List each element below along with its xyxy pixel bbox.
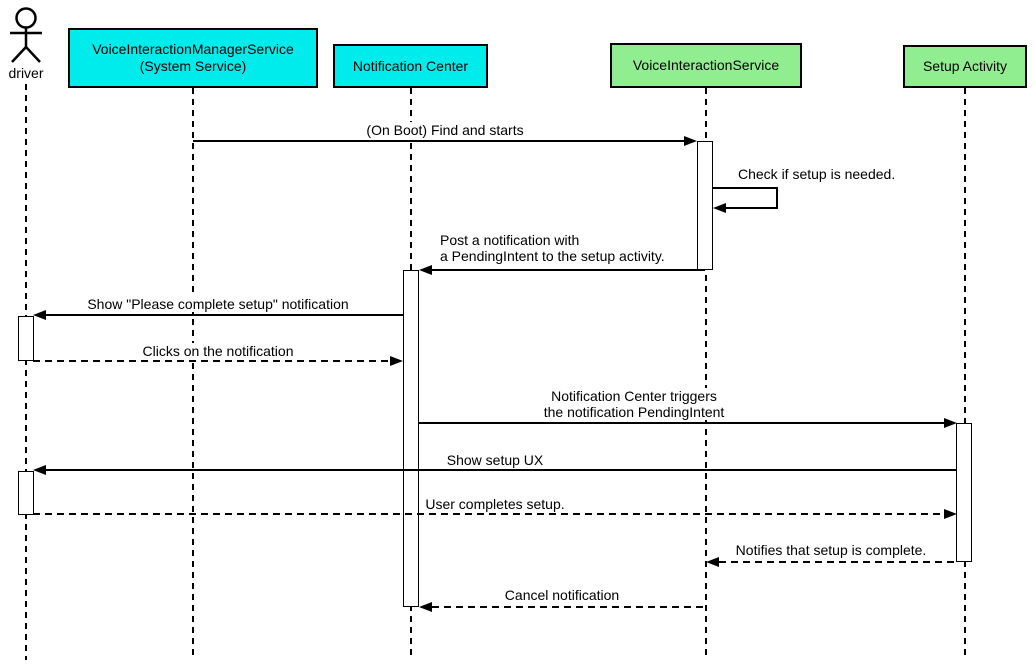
self-message-vertical-line: [776, 187, 778, 209]
lifeline-voice-interaction-manager-service: [192, 88, 194, 660]
message-label: Show "Please complete setup" notificatio…: [84, 296, 352, 312]
message-label: Check if setup is needed.: [735, 166, 899, 182]
message-line: [46, 314, 403, 316]
participant-box-notification-center: Notification Center: [333, 44, 488, 88]
activation-bar-setup-activity: [956, 423, 972, 562]
self-message-top-line: [713, 187, 778, 189]
arrowhead-left-icon: [33, 310, 46, 320]
arrowhead-left-icon: [419, 602, 432, 612]
participant-box-voice-interaction-manager-service: VoiceInteractionManagerService (System S…: [68, 28, 318, 88]
message-line: [419, 422, 945, 424]
message-label: Clicks on the notification: [139, 343, 297, 359]
self-message-bottom-line: [726, 207, 778, 209]
arrowhead-right-icon: [944, 509, 957, 519]
message-label: Show setup UX: [443, 452, 547, 468]
arrowhead-left-icon: [706, 557, 719, 567]
lifeline-driver: [25, 84, 27, 660]
arrowhead-right-icon: [684, 136, 697, 146]
message-label: Notification Center triggers the notific…: [540, 388, 728, 420]
stick-figure-icon: [10, 7, 42, 63]
lifeline-setup-activity: [964, 88, 966, 660]
arrowhead-left-icon: [713, 203, 726, 213]
message-label: Post a notification with a PendingIntent…: [437, 232, 668, 264]
arrowhead-left-icon: [33, 465, 46, 475]
message-label: Cancel notification: [501, 587, 623, 603]
participant-box-setup-activity: Setup Activity: [903, 45, 1027, 88]
arrowhead-left-icon: [419, 265, 432, 275]
message-line: [33, 513, 945, 515]
message-label: Notifies that setup is complete.: [732, 542, 930, 558]
message-line: [46, 469, 957, 471]
message-line: [33, 360, 391, 362]
lifeline-voice-interaction-service: [705, 88, 707, 660]
message-line: [193, 140, 685, 142]
message-line: [432, 606, 706, 608]
message-line: [432, 269, 705, 271]
activation-bar-driver-1: [18, 316, 34, 361]
message-label: User completes setup.: [422, 496, 568, 512]
participant-box-voice-interaction-service: VoiceInteractionService: [610, 43, 802, 88]
actor-driver-label: driver: [7, 65, 45, 81]
message-line: [719, 561, 957, 563]
message-label: (On Boot) Find and starts: [363, 122, 527, 138]
activation-bar-voice-interaction-service: [697, 141, 713, 270]
activation-bar-notification-center: [403, 270, 419, 607]
arrowhead-right-icon: [390, 356, 403, 366]
activation-bar-driver-2: [18, 471, 34, 515]
arrowhead-right-icon: [944, 418, 957, 428]
